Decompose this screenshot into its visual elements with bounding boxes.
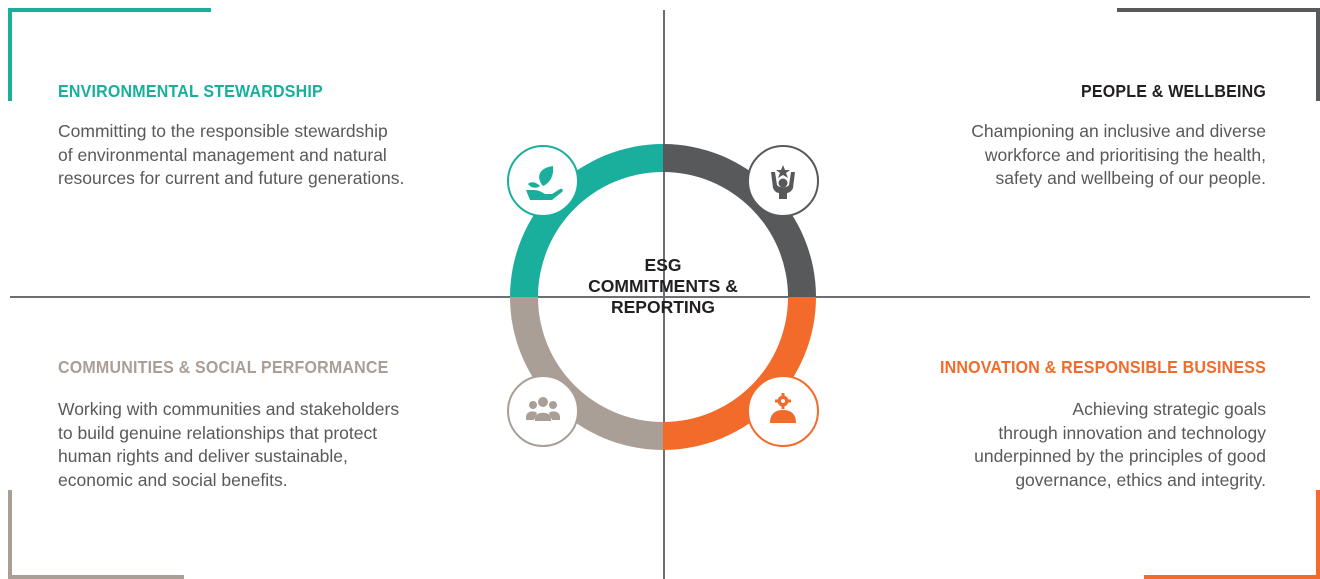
center-label-line-1: ESG — [644, 255, 682, 275]
innovation-corner-bracket-side — [1316, 490, 1320, 579]
innovation-heading: INNOVATION & RESPONSIBLE BUSINESS — [939, 359, 1266, 378]
center-label: ESG COMMITMENTS & REPORTING — [563, 255, 763, 318]
people-corner-bracket-side — [1316, 8, 1320, 101]
environmental-corner-bracket-side — [8, 8, 12, 101]
person-with-gear-icon — [747, 375, 819, 447]
group-of-people-icon — [507, 375, 579, 447]
communities-corner-bracket-bottom — [8, 575, 184, 579]
center-label-line-3: REPORTING — [610, 297, 716, 317]
plant-in-hand-icon — [507, 145, 579, 217]
communities-heading: COMMUNITIES & SOCIAL PERFORMANCE — [58, 359, 389, 378]
center-label-line-2: COMMITMENTS & — [588, 276, 738, 296]
ring-segment-environmental — [510, 144, 663, 297]
environmental-description: Committing to the responsible stewardshi… — [58, 121, 405, 188]
people-heading: PEOPLE & WELLBEING — [1081, 83, 1266, 102]
ring-segment-innovation — [663, 297, 816, 450]
innovation-description: Achieving strategic goals through innova… — [974, 399, 1266, 490]
environmental-corner-bracket-top — [8, 8, 211, 12]
vertical-divider — [663, 10, 665, 579]
people-corner-bracket-top — [1117, 8, 1320, 12]
horizontal-divider — [10, 296, 1310, 298]
people-description: Championing an inclusive and diverse wor… — [971, 121, 1266, 188]
communities-corner-bracket-side — [8, 490, 12, 579]
communities-description: Working with communities and stakeholder… — [58, 399, 400, 490]
innovation-corner-bracket-bottom — [1144, 575, 1320, 579]
person-with-star-icon — [747, 145, 819, 217]
ring-segment-people — [663, 144, 816, 297]
ring-segment-communities — [510, 297, 663, 450]
environmental-heading: ENVIRONMENTAL STEWARDSHIP — [58, 83, 323, 102]
